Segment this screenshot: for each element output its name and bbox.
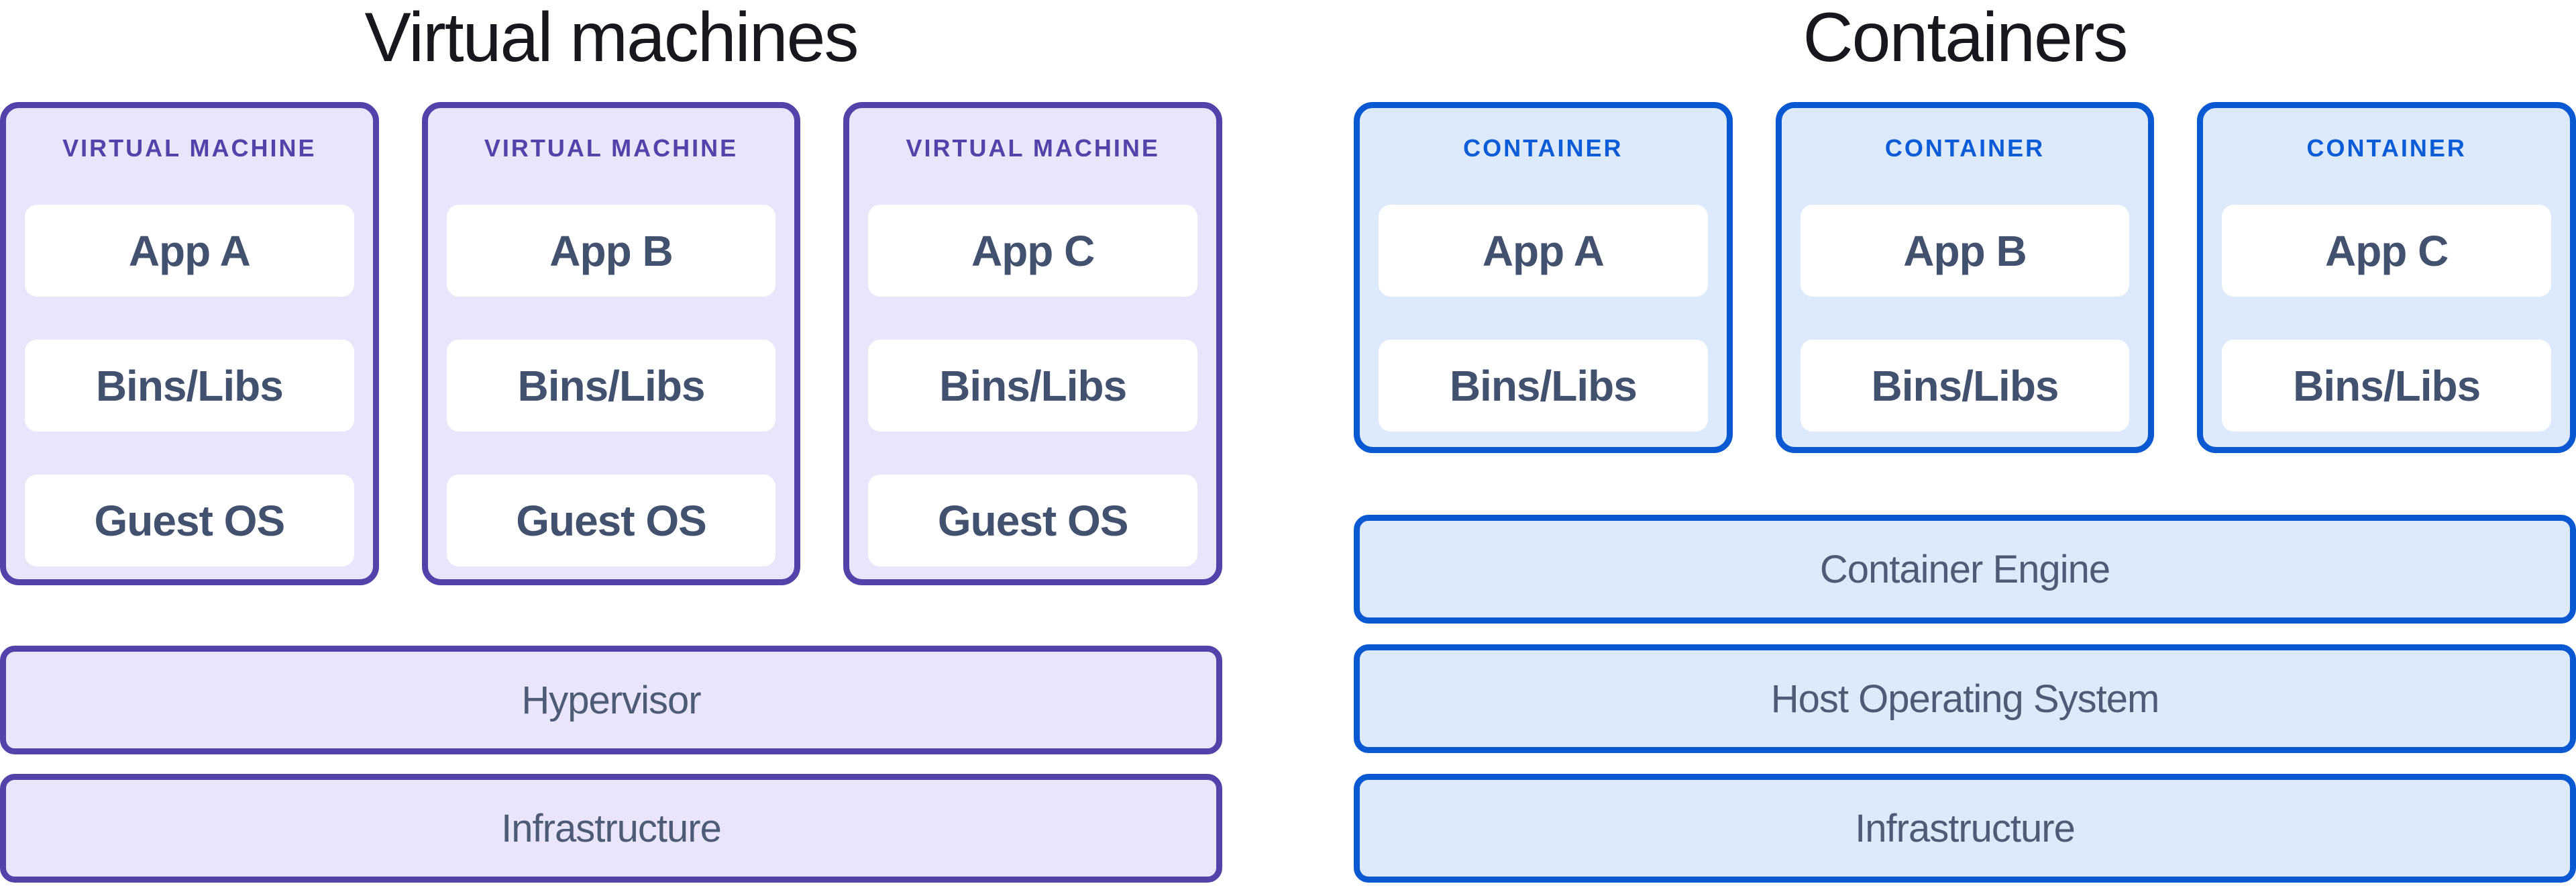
- vm-card-3: VIRTUAL MACHINE App C Bins/Libs Guest OS: [843, 102, 1223, 585]
- vm-section: Virtual machines VIRTUAL MACHINE App A B…: [0, 0, 1223, 894]
- container-cards-row: CONTAINER App A Bins/Libs CONTAINER App …: [1354, 102, 2576, 453]
- container-engine-bar: Container Engine: [1354, 515, 2576, 624]
- container-card-header: CONTAINER: [2306, 134, 2467, 162]
- app-layer-box: App C: [868, 205, 1198, 297]
- app-layer-box: App A: [25, 205, 354, 297]
- vm-card-header: VIRTUAL MACHINE: [62, 134, 317, 162]
- vm-card-1: VIRTUAL MACHINE App A Bins/Libs Guest OS: [0, 102, 379, 585]
- containers-section: Containers CONTAINER App A Bins/Libs CON…: [1354, 0, 2576, 894]
- container-card-header: CONTAINER: [1463, 134, 1623, 162]
- app-layer-box: App B: [1800, 205, 2130, 297]
- bins-libs-layer-box: Bins/Libs: [25, 340, 354, 432]
- vm-card-header: VIRTUAL MACHINE: [484, 134, 739, 162]
- bins-libs-layer-box: Bins/Libs: [868, 340, 1198, 432]
- bins-libs-layer-box: Bins/Libs: [2222, 340, 2552, 432]
- container-card-2: CONTAINER App B Bins/Libs: [1775, 102, 2155, 453]
- vm-section-title: Virtual machines: [364, 0, 859, 77]
- host-os-bar: Host Operating System: [1354, 644, 2576, 753]
- guest-os-layer-box: Guest OS: [868, 475, 1198, 566]
- vm-card-header: VIRTUAL MACHINE: [906, 134, 1160, 162]
- container-card-3: CONTAINER App C Bins/Libs: [2197, 102, 2576, 453]
- container-card-1: CONTAINER App A Bins/Libs: [1354, 102, 1733, 453]
- hypervisor-bar: Hypervisor: [0, 646, 1222, 754]
- bins-libs-layer-box: Bins/Libs: [446, 340, 776, 432]
- guest-os-layer-box: Guest OS: [25, 475, 354, 566]
- container-card-header: CONTAINER: [1884, 134, 2045, 162]
- container-infrastructure-bar: Infrastructure: [1354, 774, 2576, 883]
- vm-cards-row: VIRTUAL MACHINE App A Bins/Libs Guest OS…: [0, 102, 1223, 585]
- vm-infrastructure-bar: Infrastructure: [0, 774, 1222, 883]
- vm-card-2: VIRTUAL MACHINE App B Bins/Libs Guest OS: [421, 102, 801, 585]
- app-layer-box: App A: [1379, 205, 1708, 297]
- containers-section-title: Containers: [1803, 0, 2129, 77]
- app-layer-box: App B: [446, 205, 776, 297]
- app-layer-box: App C: [2222, 205, 2552, 297]
- bins-libs-layer-box: Bins/Libs: [1379, 340, 1708, 432]
- bins-libs-layer-box: Bins/Libs: [1800, 340, 2130, 432]
- guest-os-layer-box: Guest OS: [446, 475, 776, 566]
